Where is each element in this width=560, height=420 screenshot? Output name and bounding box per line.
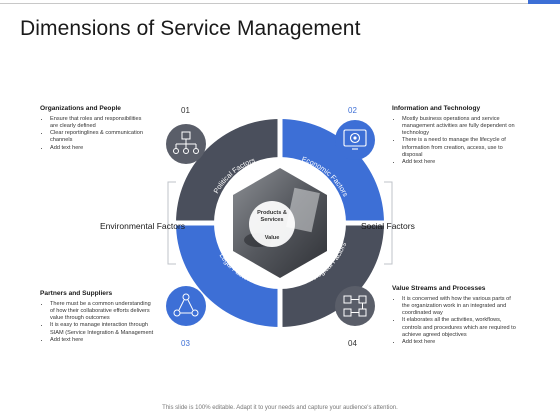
section-number-01: 01 bbox=[181, 106, 190, 115]
bullet: Ensure that roles and responsibilities bbox=[50, 116, 165, 123]
bullet: Add text here bbox=[50, 145, 165, 152]
gear-screen-icon bbox=[335, 120, 375, 160]
bullet-continuation: coordinated way bbox=[402, 310, 443, 317]
footer-note: This slide is 100% editable. Adapt it to… bbox=[162, 405, 398, 411]
center-label-line2: Services bbox=[260, 217, 283, 223]
economic-arc bbox=[280, 119, 384, 223]
bullet: Mostly business operations and service bbox=[402, 116, 532, 123]
section-value-streams: Value Streams and Processes It is concer… bbox=[392, 285, 532, 346]
bullet-continuation: technology bbox=[402, 130, 430, 137]
legal-arc bbox=[176, 223, 280, 327]
process-flow-icon bbox=[335, 286, 375, 326]
center-circle bbox=[249, 201, 295, 247]
page-title: Dimensions of Service Management bbox=[20, 17, 361, 40]
bullet: It is easy to manage interaction through bbox=[50, 322, 168, 329]
center-value-label: Value bbox=[265, 235, 280, 241]
bullet-continuation: management activities are fully dependen… bbox=[402, 122, 515, 129]
bullet: Add text here bbox=[402, 159, 532, 166]
political-arc bbox=[176, 119, 280, 223]
bullet-continuation: are clearly defined bbox=[50, 122, 96, 129]
section-information-technology: Information and Technology Mostly busine… bbox=[392, 105, 532, 166]
bullet: Clear reportinglines & communication bbox=[50, 130, 165, 137]
right-bracket bbox=[384, 181, 393, 265]
section-title: Value Streams and Processes bbox=[392, 285, 486, 292]
bullet-continuation: SIAM (Service Integration & Management bbox=[50, 329, 154, 336]
bullet-continuation: value through outcomes bbox=[50, 315, 110, 322]
top-rule bbox=[0, 3, 528, 4]
left-bracket bbox=[167, 181, 176, 265]
bullet: There must be a common understanding bbox=[50, 301, 168, 308]
bullet-continuation: of how their collaborative efforts deliv… bbox=[50, 307, 150, 314]
bullet: There is a need to manage the lifecycle … bbox=[402, 137, 532, 144]
bullet-continuation: information from creation, access, use t… bbox=[402, 144, 503, 151]
technological-arc bbox=[280, 223, 384, 327]
org-chart-icon bbox=[166, 124, 206, 164]
center-label-line1: Products & bbox=[257, 210, 287, 216]
section-number-02: 02 bbox=[348, 106, 357, 115]
bullet: It is concerned with how the various par… bbox=[402, 296, 532, 303]
bullet-continuation: disposal bbox=[402, 151, 423, 158]
section-title: Information and Technology bbox=[392, 105, 481, 112]
environmental-factors-label: Environmental Factors bbox=[100, 221, 186, 231]
section-title: Organizations and People bbox=[40, 105, 121, 112]
bullet: It elaborates all the activities, workfl… bbox=[402, 317, 532, 324]
bullet: Add text here bbox=[402, 339, 532, 346]
section-number-03: 03 bbox=[181, 339, 190, 348]
bullet-continuation: channels bbox=[50, 137, 73, 144]
bullet-continuation: controls and procedures which are requir… bbox=[402, 324, 516, 331]
bullet: Add text here bbox=[50, 337, 168, 344]
section-number-04: 04 bbox=[348, 339, 357, 348]
social-factors-label: Social Factors bbox=[361, 221, 415, 231]
top-accent-block bbox=[528, 0, 560, 4]
network-people-icon bbox=[166, 286, 206, 326]
section-organizations: Organizations and People Ensure that rol… bbox=[40, 105, 165, 152]
bullet-continuation: achieve agreed objectives bbox=[402, 331, 467, 338]
section-partners-suppliers: Partners and Suppliers There must be a c… bbox=[40, 290, 168, 344]
bullet-continuation: the organization work in an integrated a… bbox=[402, 302, 507, 309]
section-title: Partners and Suppliers bbox=[40, 290, 113, 297]
